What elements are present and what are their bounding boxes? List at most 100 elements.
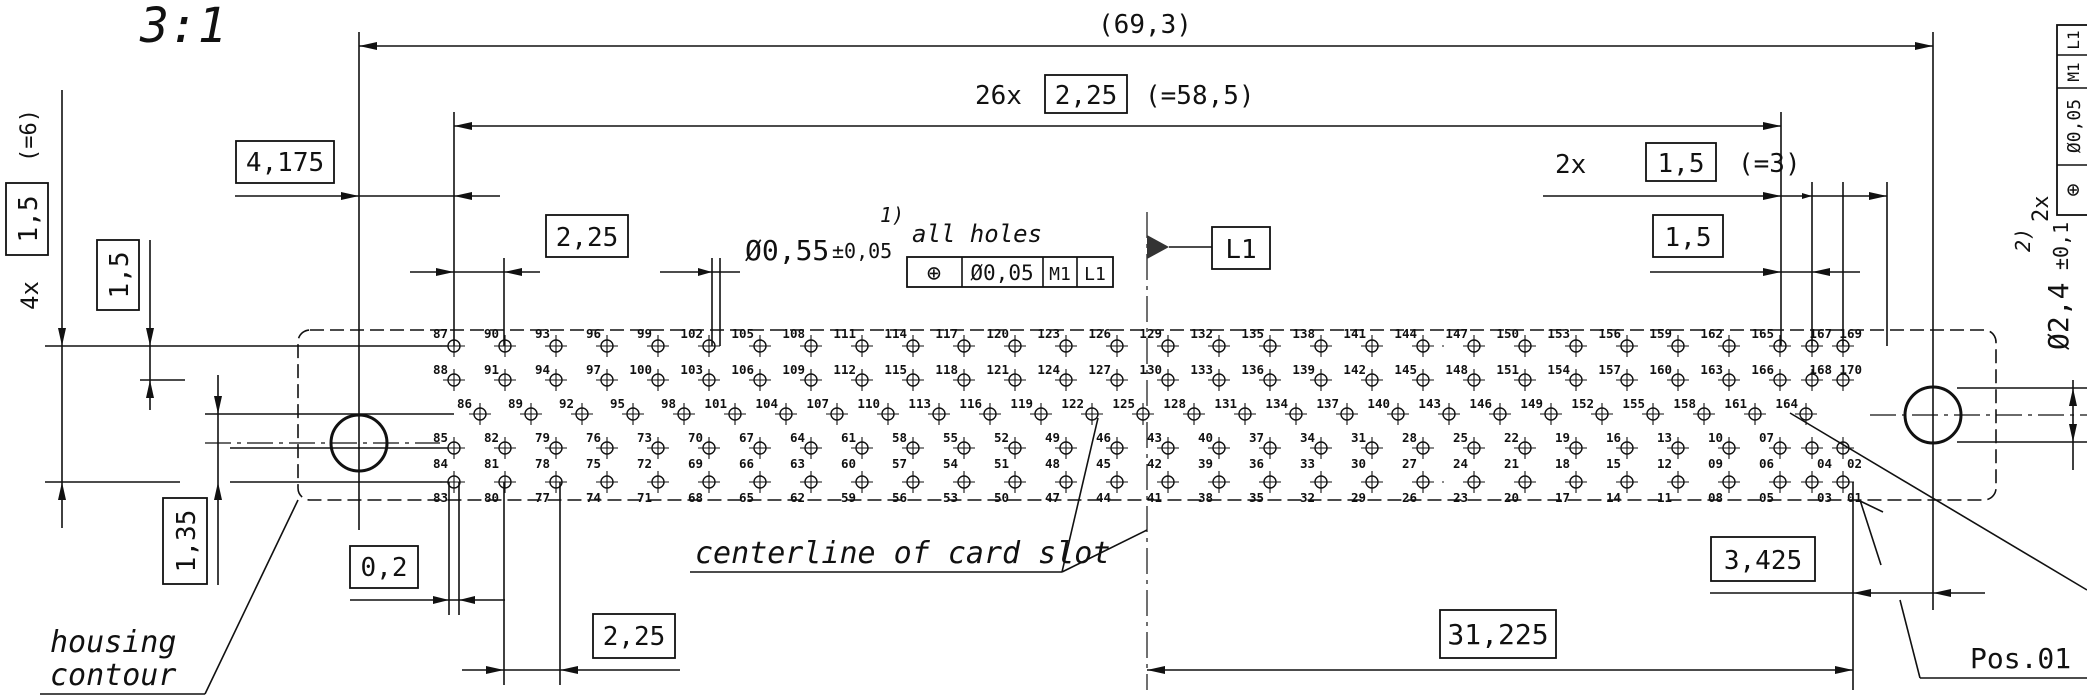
pin-label: 105: [731, 326, 754, 341]
pos-frame-value: Ø0,05: [2064, 99, 2085, 153]
right-small-box: [1652, 214, 1724, 258]
pin-cross: [953, 335, 975, 357]
pin-cross: [826, 403, 848, 425]
pin-cross: [698, 437, 720, 459]
pin-cross: [1489, 403, 1511, 425]
pin-cross: [494, 335, 516, 357]
housing-label-1: housing: [50, 625, 176, 660]
pin-cross: [1667, 369, 1689, 391]
scale-label: 3:1: [139, 0, 227, 54]
pin-label: 159: [1649, 326, 1672, 341]
right-pitch-value: 1,5: [1658, 149, 1705, 179]
pin-label: 52: [994, 430, 1009, 445]
pin-label: 145: [1394, 362, 1417, 377]
pin-cross: [596, 335, 618, 357]
gap-arrows: [433, 596, 475, 604]
pin-cross: [1387, 403, 1409, 425]
pin-label: 137: [1316, 396, 1339, 411]
pin-label: 30: [1351, 456, 1366, 471]
pin-label: 74: [586, 490, 601, 505]
pin-cross: [1795, 403, 1817, 425]
pin-cross: [1438, 403, 1460, 425]
pin-cross: [749, 369, 771, 391]
pin-cross: [1514, 471, 1536, 493]
pin-cross: [698, 335, 720, 357]
pin-label: 148: [1445, 362, 1468, 377]
pin-label: 126: [1088, 326, 1111, 341]
pin-cross: [494, 437, 516, 459]
pin-cross: [1616, 335, 1638, 357]
pin-label: 16: [1606, 430, 1621, 445]
row-offset-box: [162, 497, 208, 585]
pin-cross: [1259, 437, 1281, 459]
right-small-value: 1,5: [1665, 223, 1712, 253]
pin-label: 169: [1839, 326, 1862, 341]
pin-label: 150: [1496, 326, 1519, 341]
pin-cross: [1514, 335, 1536, 357]
pin-cross: [1463, 437, 1485, 459]
pin-cross: [928, 403, 950, 425]
pin-label: 58: [892, 430, 907, 445]
hole-tolerance: ±0,05: [832, 239, 892, 263]
pos-label: Pos.01: [1970, 642, 2071, 675]
hole-diameter: Ø0,55: [745, 234, 829, 267]
row-total: (=6): [17, 109, 42, 162]
pin-label: 44: [1096, 490, 1111, 505]
housing-label-2: contour: [50, 658, 176, 693]
pin-label: 60: [841, 456, 856, 471]
pin-label: 61: [841, 430, 856, 445]
half-width-box: [1439, 609, 1557, 659]
pin-cross: [1106, 437, 1128, 459]
pin-label: 152: [1571, 396, 1594, 411]
pin-cross: [1132, 403, 1154, 425]
pin-cross: [902, 335, 924, 357]
pin-cross: [1157, 335, 1179, 357]
pin-label: 130: [1139, 362, 1162, 377]
pin-cross: [1667, 471, 1689, 493]
pin-cross: [1412, 437, 1434, 459]
left-pitch-box: [545, 214, 629, 258]
pin-label: 38: [1198, 490, 1213, 505]
pin-cross: [749, 471, 771, 493]
pin-label: 119: [1010, 396, 1033, 411]
pin-label: 34: [1300, 430, 1315, 445]
pin-cross: [1718, 437, 1740, 459]
pin-cross: [1106, 471, 1128, 493]
pin-cross: [1667, 335, 1689, 357]
pin-label: 127: [1088, 362, 1111, 377]
pin-label: 40: [1198, 430, 1213, 445]
right-offset-leader: [1857, 499, 1884, 513]
left-offset-box: [235, 140, 335, 184]
pin-label: 109: [782, 362, 805, 377]
pin-label: 10: [1708, 430, 1723, 445]
overall-dim: (69,3): [1098, 10, 1192, 40]
pin-label: 13: [1657, 430, 1672, 445]
pin-label: 118: [935, 362, 958, 377]
left-pitch-arrows: [436, 268, 522, 276]
pin-cross: [1361, 335, 1383, 357]
pin-label: 89: [508, 396, 523, 411]
note-1: 1): [880, 203, 904, 227]
pin-cross: [1106, 369, 1128, 391]
pin-cross: [1565, 471, 1587, 493]
pin-label: 116: [959, 396, 982, 411]
card-slot-leader: [1061, 529, 1148, 573]
pin-cross: [1030, 403, 1052, 425]
pin-cross: [1412, 369, 1434, 391]
pos-tolerance: ±0,1: [2049, 222, 2073, 270]
pin-cross: [1259, 335, 1281, 357]
pin-label: 53: [943, 490, 958, 505]
pin-cross: [851, 437, 873, 459]
pin-cross: [1565, 437, 1587, 459]
pin-label: 112: [833, 362, 856, 377]
pin-label: 15: [1606, 456, 1621, 471]
pin-label: 157: [1598, 362, 1621, 377]
pin-cross: [1801, 369, 1823, 391]
pin-label: 102: [680, 326, 703, 341]
datum-box: [1211, 226, 1271, 270]
pin-label: 47: [1045, 490, 1060, 505]
pin-label: 147: [1445, 326, 1468, 341]
pin-cross: [545, 369, 567, 391]
pin-label: 73: [637, 430, 652, 445]
pin-cross: [1616, 471, 1638, 493]
